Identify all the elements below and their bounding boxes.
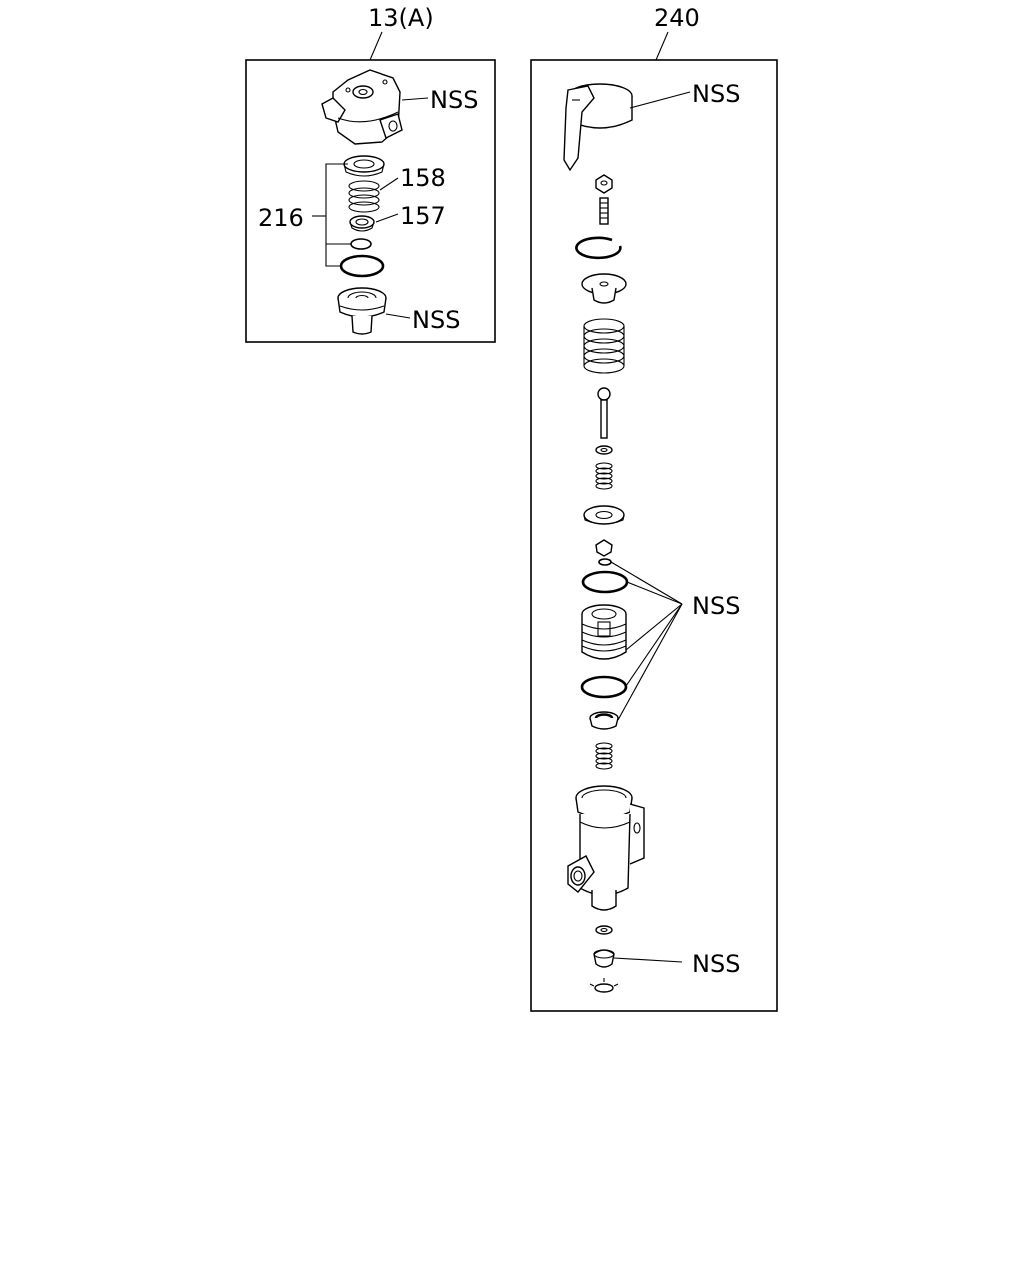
exhaust-cap-part [593, 949, 615, 968]
nss-top-b-label: NSS [692, 80, 740, 108]
nss-top-a-label: NSS [430, 86, 478, 114]
valve-157-leader [375, 213, 399, 223]
spring-seat-part [581, 273, 627, 304]
kit-216-bracket [312, 163, 351, 267]
valve-157-label: 157 [400, 202, 446, 230]
snap-ring-part [575, 236, 622, 260]
main-spring-part [583, 318, 625, 374]
spring-158-part [348, 180, 380, 213]
seat-ring-part [343, 155, 385, 177]
push-rod-part [597, 387, 611, 439]
lower-spring-part [595, 742, 613, 770]
panel-240-frame [530, 59, 778, 1012]
nss-bottom-b-label: NSS [692, 950, 740, 978]
inner-spring-part [595, 462, 613, 490]
nss-middle-b-leaders [610, 561, 683, 721]
kit-216-label: 216 [258, 204, 304, 232]
spring-158-leader [379, 177, 399, 191]
valve-body-part [567, 785, 645, 911]
nss-bottom-b-leader [613, 957, 683, 963]
panel-13a-title: 13(A) [368, 4, 434, 32]
panel-240-title-leader [655, 31, 669, 61]
washer-part [583, 505, 625, 525]
nut-part [595, 174, 613, 194]
nss-bottom-a-leader [385, 313, 411, 319]
seal-part [589, 711, 619, 730]
adjusting-screw-part [599, 197, 609, 225]
dust-cover-part [563, 83, 633, 172]
panel-240: 240 NSS [530, 4, 778, 1012]
lock-washer-part [589, 978, 619, 993]
upper-o-ring-part [581, 570, 629, 594]
piston-part [581, 604, 627, 660]
valve-cover-part [321, 69, 403, 145]
nss-top-a-leader [401, 97, 429, 101]
valve-157-part [349, 215, 375, 232]
tiny-o-ring-part [598, 558, 612, 566]
inner-valve-part [595, 445, 613, 455]
small-nut-part [595, 925, 613, 935]
nss-top-b-leader [629, 91, 691, 109]
panel-240-title: 240 [654, 4, 700, 32]
nss-bottom-a-label: NSS [412, 306, 460, 334]
lower-o-ring-part [580, 675, 628, 699]
spring-158-label: 158 [400, 164, 446, 192]
small-o-ring-part [350, 238, 372, 250]
bottom-housing-part [337, 287, 387, 335]
nss-middle-b-label: NSS [692, 592, 740, 620]
panel-13a: 13(A) NSS 158 [245, 4, 496, 343]
small-cap-part [595, 539, 613, 557]
panel-13a-title-leader [369, 31, 383, 61]
large-o-ring-part [339, 254, 385, 278]
